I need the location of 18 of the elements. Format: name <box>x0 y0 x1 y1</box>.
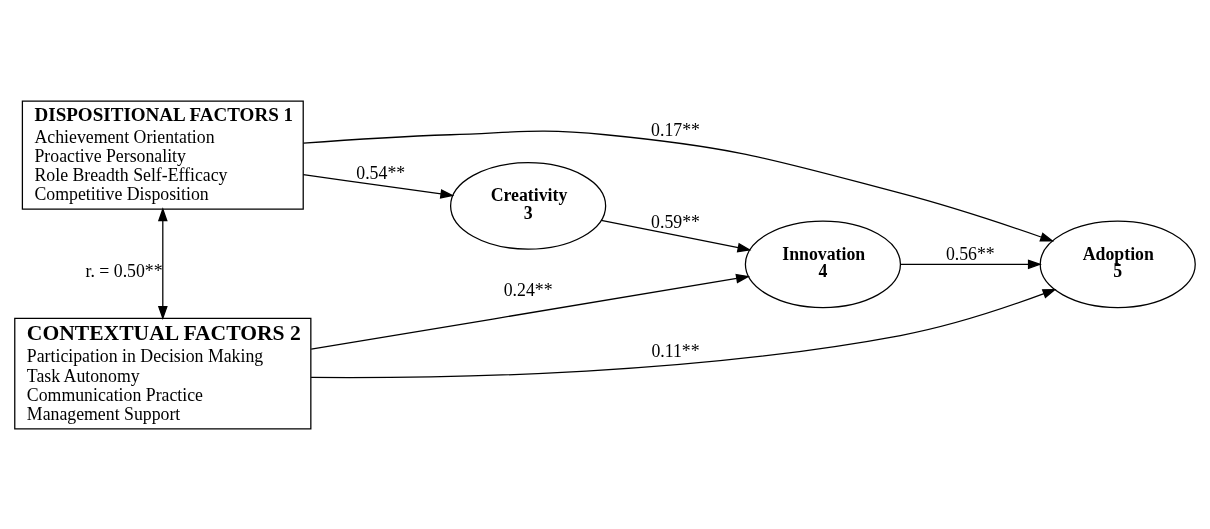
arrow <box>899 258 1042 269</box>
arrow <box>600 219 752 252</box>
edge-label: 0.54** <box>356 162 406 183</box>
node-ellipse: Creativity 3 <box>449 161 607 250</box>
node-box: DISPOSITIONAL FACTORS 1 Achievement Orientation Proactive Personality Role Breadth Self-Efficacy Competitive Disposition <box>21 99 304 210</box>
edge-label: 0.56** <box>945 243 995 264</box>
edge-label: 0.24** <box>503 279 553 300</box>
arrow <box>310 273 751 350</box>
arrow <box>302 130 1055 242</box>
edge-label: 0.17** <box>651 119 700 140</box>
arrow <box>157 206 168 320</box>
node-box: CONTEXTUAL FACTORS 2 Participation in Decision Making Task Autonomy Communication Practice Management Support <box>14 317 312 430</box>
edge-label: 0.11** <box>651 340 700 361</box>
edge-label: r. = 0.50** <box>85 260 163 281</box>
arrow <box>302 173 455 199</box>
arrow <box>310 288 1057 378</box>
edge-label: 0.59** <box>651 211 700 232</box>
node-ellipse: Innovation 4 <box>744 220 902 308</box>
